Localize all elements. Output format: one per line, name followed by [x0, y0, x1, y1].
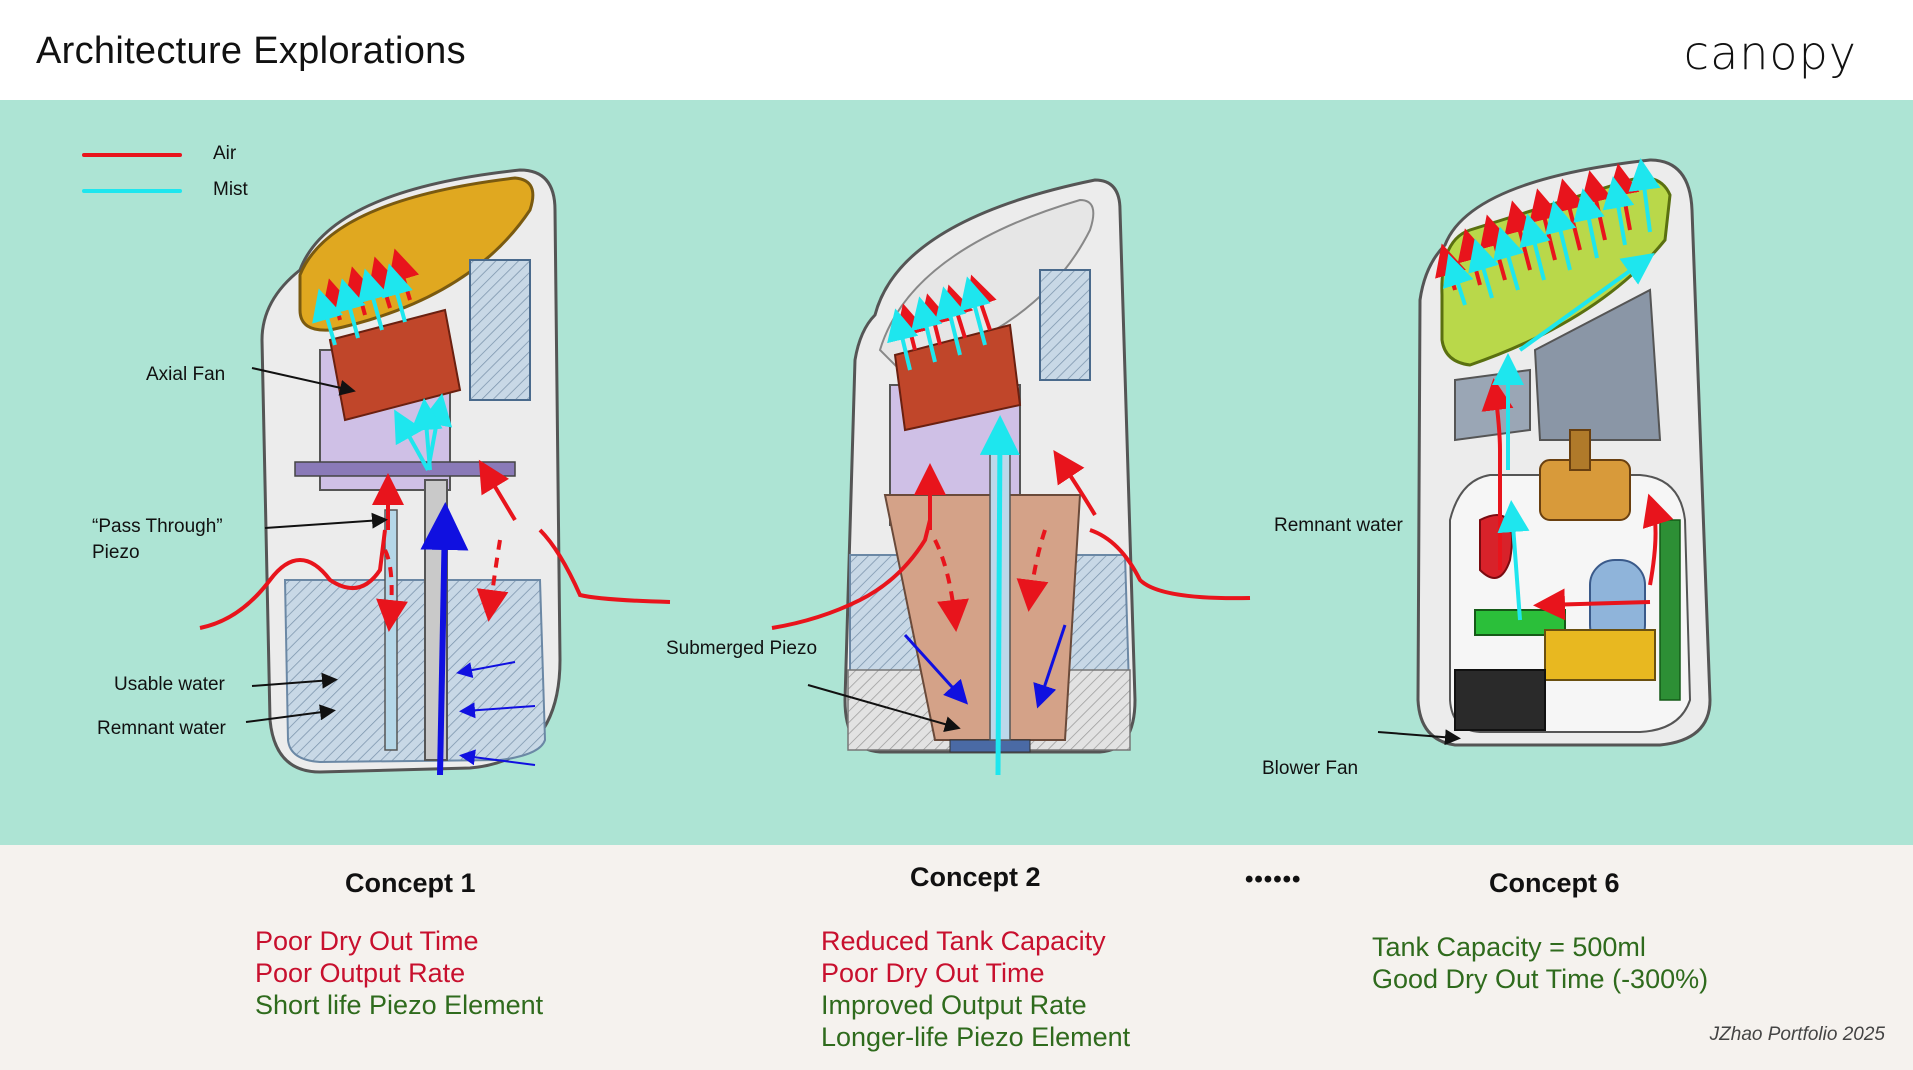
legend-mist-label: Mist	[213, 179, 248, 200]
callout-submerged-piezo: Submerged Piezo	[666, 638, 818, 659]
concept-separator: ••••••	[1245, 866, 1302, 893]
concept-1-negative-1: Poor Dry Out Time	[255, 926, 479, 956]
callout-remnant-water-concept6: Remnant water	[1274, 515, 1403, 536]
legend-air-swatch	[82, 153, 182, 157]
callout-leaders	[245, 367, 1461, 746]
cutaway-illustrations	[199, 158, 1712, 776]
concept-2-negative-2: Poor Dry Out Time	[821, 958, 1045, 988]
concept-2-positive-2: Longer-life Piezo Element	[821, 1022, 1131, 1052]
concept-2-title: Concept 2	[910, 862, 1041, 892]
concept-6-title: Concept 6	[1489, 868, 1620, 898]
concept-6-list: Tank Capacity = 500ml Good Dry Out Time …	[1372, 931, 1708, 995]
concept-2-cutaway	[771, 178, 1251, 776]
concept-6-positive-1: Tank Capacity = 500ml	[1372, 932, 1646, 962]
concept-1-list: Poor Dry Out Time Poor Output Rate Short…	[255, 925, 543, 1021]
callout-pass-through-line2: Piezo	[92, 542, 140, 563]
architecture-diagram: Air Mist Axial Fan “Pass Through” Piezo …	[0, 100, 1913, 845]
concept-2-negative-1: Reduced Tank Capacity	[821, 926, 1106, 956]
concept-1-positive-1: Short life Piezo Element	[255, 990, 544, 1020]
callout-blower-fan: Blower Fan	[1262, 758, 1359, 779]
concept-2-positive-1: Improved Output Rate	[821, 990, 1087, 1020]
legend-air-label: Air	[213, 143, 237, 164]
legend-mist-swatch	[82, 189, 182, 193]
page-title: Architecture Explorations	[36, 30, 466, 72]
concepts-summary	[0, 845, 1913, 1070]
callout-usable-water: Usable water	[114, 674, 225, 695]
concept-6-cutaway	[1416, 158, 1712, 747]
header: Architecture Explorations canopy	[0, 0, 1913, 100]
concept-1-negative-2: Poor Output Rate	[255, 958, 466, 988]
callout-remnant-water-concept1: Remnant water	[97, 718, 226, 739]
concept-2-list: Reduced Tank Capacity Poor Dry Out Time …	[821, 925, 1130, 1053]
concept-6-positive-2: Good Dry Out Time (-300%)	[1372, 964, 1709, 994]
brand-logo: canopy	[1683, 26, 1857, 80]
concept-1-title: Concept 1	[345, 868, 476, 898]
callout-pass-through-line1: “Pass Through”	[92, 516, 223, 537]
concept-1-cutaway	[199, 168, 671, 776]
footer-credit: JZhao Portfolio 2025	[1709, 1024, 1885, 1045]
callout-axial-fan: Axial Fan	[146, 364, 226, 385]
